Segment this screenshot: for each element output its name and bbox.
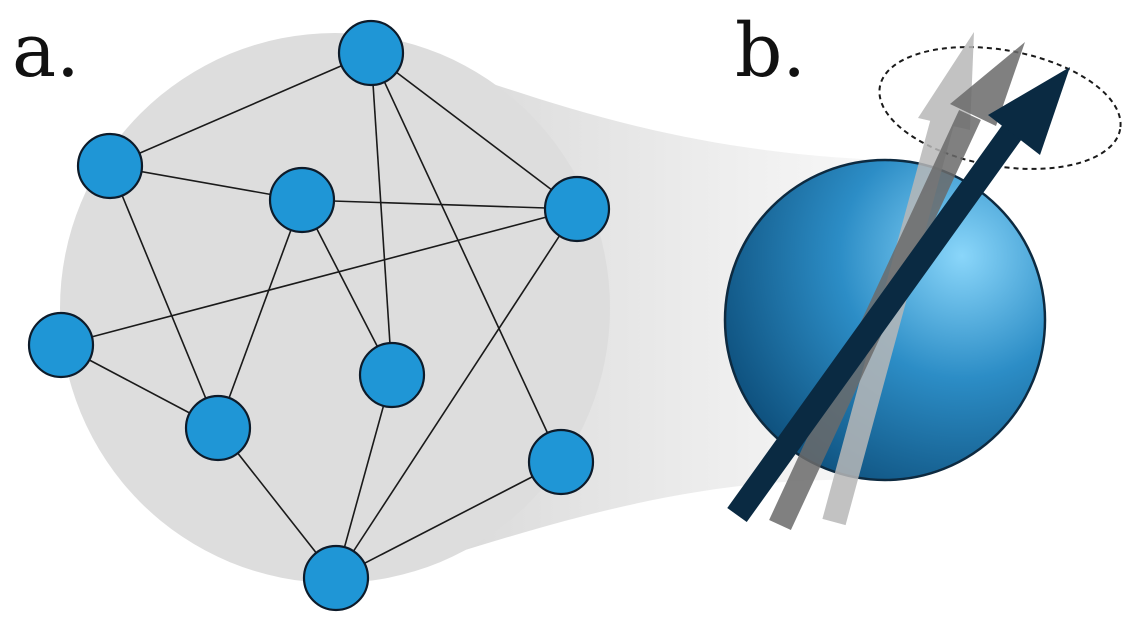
network-node-4 [27,311,95,379]
network-edge-6 [301,199,578,210]
network-edge-12 [335,374,393,579]
network-nodes [27,19,611,612]
network-node-8 [302,544,370,612]
network-edge-9 [60,208,578,346]
network-node-3 [543,175,611,243]
network-edge-10 [335,208,578,579]
network-node-2 [268,166,336,234]
network-background-disc [60,33,610,583]
network-edge-2 [370,52,393,376]
network-node-1 [76,132,144,200]
network-edge-8 [217,199,303,429]
panel-label-b: b. [735,8,806,94]
network-node-0 [337,19,405,87]
network-edge-1 [370,52,578,210]
network-edge-5 [109,165,219,429]
network-edge-14 [335,461,562,579]
network-edge-0 [109,52,372,167]
precessing-spin-arrow-icon [727,32,1070,531]
network-node-5 [358,341,426,409]
network-edge-3 [370,52,562,463]
network-node-7 [527,428,595,496]
network-node-6 [184,394,252,462]
graph-network-icon [27,19,611,612]
panel-label-a: a. [12,8,80,94]
spin-arrow-current [727,67,1070,523]
